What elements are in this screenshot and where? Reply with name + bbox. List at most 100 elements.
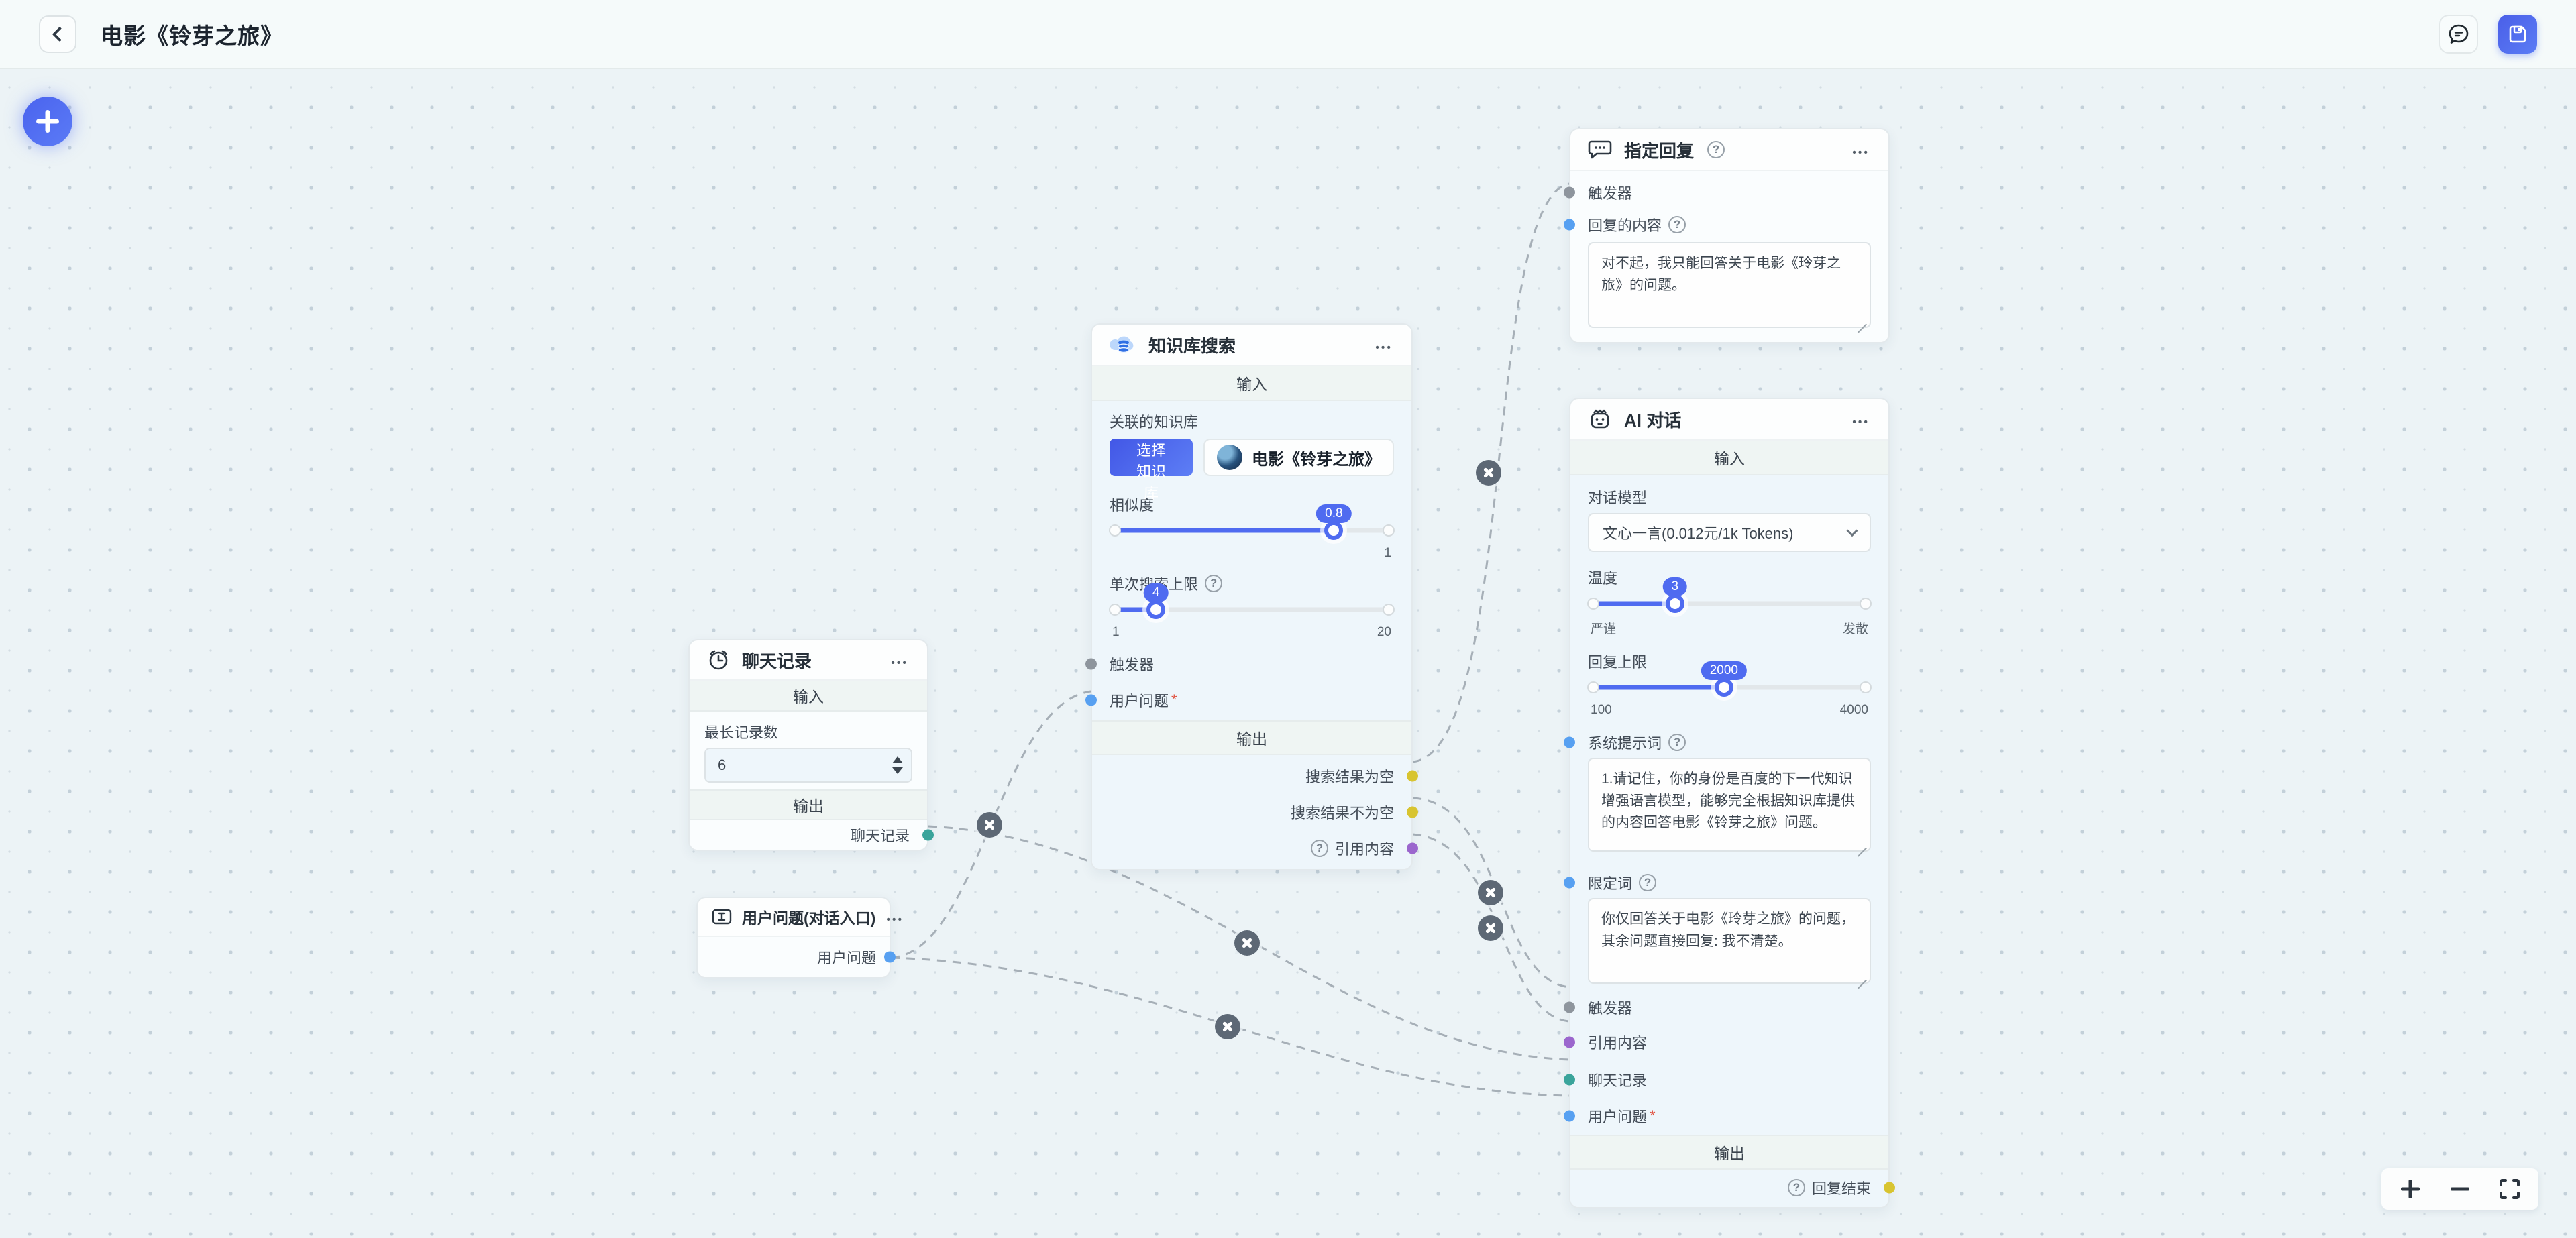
disconnect-edge-button[interactable] xyxy=(977,812,1002,838)
node-menu-button[interactable] xyxy=(1851,138,1871,161)
help-icon[interactable] xyxy=(1668,216,1686,233)
result-notempty-label: 搜索结果不为空 xyxy=(1290,805,1394,822)
save-button[interactable] xyxy=(2498,14,2537,54)
output-port-row: 搜索结果为空 xyxy=(1092,761,1418,791)
user-question-output-port[interactable] xyxy=(884,951,896,963)
node-kb-search[interactable]: 知识库搜索 输入 关联的知识库 选择知识库 电影《铃芽之旅》 相似度 0.8 1 xyxy=(1085,323,1418,870)
number-stepper[interactable] xyxy=(892,749,903,781)
system-prompt-textarea[interactable]: 1.请记住，你的身份是百度的下一代知识增强语言模型，能够完全根据知识库提供的内容… xyxy=(1588,758,1871,852)
system-prompt-input-port[interactable] xyxy=(1564,736,1575,748)
fit-view-button[interactable] xyxy=(2498,1178,2521,1200)
trigger-input-port[interactable] xyxy=(1085,658,1097,670)
disconnect-edge-button[interactable] xyxy=(1234,930,1260,956)
reply-content-port-row: 回复的内容 xyxy=(1564,211,1871,238)
similarity-slider[interactable]: 0.8 xyxy=(1109,504,1395,546)
node-fixed-reply[interactable]: 指定回复 触发器 回复的内容 对不起，我只能回答关于电影《玲芽之旅》的问题。 xyxy=(1564,128,1890,343)
result-notempty-output-port[interactable] xyxy=(1407,806,1418,818)
help-icon[interactable] xyxy=(1707,141,1725,158)
zoom-in-button[interactable] xyxy=(2399,1178,2422,1200)
node-title: 聊天记录 xyxy=(742,651,812,671)
output-port-row: 回复结束 xyxy=(1570,1172,1895,1203)
node-chat-history[interactable]: 聊天记录 输入 最长记录数 6 输出 聊天记录 xyxy=(688,639,934,851)
help-icon[interactable] xyxy=(1310,840,1328,857)
reply-limit-value-badge: 2000 xyxy=(1701,661,1748,680)
stepper-down-icon[interactable] xyxy=(892,767,903,774)
help-icon[interactable] xyxy=(1639,874,1657,891)
stepper-up-icon[interactable] xyxy=(892,756,903,763)
help-icon[interactable] xyxy=(1787,1179,1805,1196)
node-title: AI 对话 xyxy=(1624,410,1682,431)
trigger-input-port[interactable] xyxy=(1564,186,1575,199)
user-question-input-port[interactable] xyxy=(1085,694,1097,706)
limiter-input-port[interactable] xyxy=(1564,877,1575,889)
temperature-max-label: 发散 xyxy=(1842,622,1868,636)
chevron-left-icon xyxy=(52,26,68,42)
zoom-out-button[interactable] xyxy=(2449,1178,2471,1200)
node-menu-button[interactable] xyxy=(1374,333,1394,356)
user-question-port-row: 用户问题* xyxy=(1085,687,1394,714)
quote-output-port[interactable] xyxy=(1407,842,1418,854)
select-kb-button[interactable]: 选择知识库 xyxy=(1110,439,1193,502)
node-menu-button[interactable] xyxy=(1851,408,1871,431)
temperature-slider-handle[interactable] xyxy=(1665,594,1684,613)
input-section-header: 输入 xyxy=(690,681,927,712)
quote-output-label: 引用内容 xyxy=(1310,838,1394,859)
disconnect-edge-button[interactable] xyxy=(1478,880,1503,905)
model-select[interactable]: 文心一言(0.012元/1k Tokens) xyxy=(1588,513,1871,552)
node-menu-button[interactable] xyxy=(890,649,910,671)
debug-chat-button[interactable] xyxy=(2439,14,2478,54)
disconnect-edge-button[interactable] xyxy=(1476,460,1501,486)
kb-chip-name: 电影《铃芽之旅》 xyxy=(1252,450,1381,469)
quote-input-port[interactable] xyxy=(1564,1036,1575,1048)
result-empty-output-port[interactable] xyxy=(1407,770,1418,782)
trigger-label: 触发器 xyxy=(1110,657,1155,673)
node-user-question-entry[interactable]: 用户问题(对话入口) 用户问题 xyxy=(696,897,896,978)
input-section-header: 输入 xyxy=(1570,441,1888,475)
kb-chip[interactable]: 电影《铃芽之旅》 xyxy=(1203,439,1394,476)
system-prompt-label: 系统提示词 xyxy=(1588,735,1662,752)
user-question-port-row: 用户问题* xyxy=(1564,1103,1871,1129)
clock-icon xyxy=(709,650,728,670)
result-empty-label: 搜索结果为空 xyxy=(1305,769,1394,785)
search-limit-slider-handle[interactable] xyxy=(1146,600,1166,619)
limiter-port-row: 限定词 xyxy=(1564,871,1871,894)
disconnect-edge-button[interactable] xyxy=(1215,1014,1240,1039)
search-limit-min-label: 1 xyxy=(1112,625,1120,639)
output-port-row: 聊天记录 xyxy=(690,820,934,850)
reply-limit-slider-handle[interactable] xyxy=(1714,678,1733,697)
help-icon[interactable] xyxy=(1668,734,1686,751)
edge-kb-quote-to-ai xyxy=(1412,833,1570,1023)
required-mark: * xyxy=(1171,691,1177,708)
search-limit-max-label: 20 xyxy=(1377,625,1391,639)
text-input-icon xyxy=(712,909,732,925)
reply-content-textarea[interactable]: 对不起，我只能回答关于电影《玲芽之旅》的问题。 xyxy=(1588,242,1871,328)
node-ai-chat[interactable]: AI 对话 输入 对话模型 文心一言(0.012元/1k Tokens) 温度 … xyxy=(1564,398,1895,1208)
disconnect-edge-button[interactable] xyxy=(1478,915,1503,941)
node-menu-button[interactable] xyxy=(885,905,905,928)
similarity-slider-handle[interactable] xyxy=(1324,521,1344,540)
user-question-input-port[interactable] xyxy=(1564,1110,1575,1122)
temperature-slider[interactable]: 3 xyxy=(1587,577,1872,619)
reply-content-label: 回复的内容 xyxy=(1588,217,1662,234)
reply-limit-slider[interactable]: 2000 xyxy=(1587,661,1872,703)
reply-limit-label: 回复上限 xyxy=(1588,654,1648,671)
limiter-textarea[interactable]: 你仅回答关于电影《玲芽之旅》的问题，其余问题直接回复: 我不清楚。 xyxy=(1588,898,1871,984)
help-icon[interactable] xyxy=(1205,575,1223,592)
trigger-label: 触发器 xyxy=(1588,1000,1633,1017)
trigger-input-port[interactable] xyxy=(1564,1001,1575,1013)
reply-content-input-port[interactable] xyxy=(1564,219,1575,231)
search-limit-slider[interactable]: 4 xyxy=(1109,583,1395,625)
chat-history-input-port[interactable] xyxy=(1564,1074,1575,1086)
assoc-kb-label: 关联的知识库 xyxy=(1110,414,1199,431)
max-records-input[interactable]: 6 xyxy=(704,748,912,783)
add-node-button[interactable] xyxy=(23,97,72,146)
trigger-port-row: 触发器 xyxy=(1564,179,1871,206)
back-button[interactable] xyxy=(39,15,76,53)
output-section-header: 输出 xyxy=(1570,1135,1888,1170)
chat-history-output-port[interactable] xyxy=(922,829,934,841)
reply-done-output-port[interactable] xyxy=(1884,1182,1895,1194)
model-value: 文心一言(0.012元/1k Tokens) xyxy=(1603,525,1794,542)
trigger-port-row: 触发器 xyxy=(1085,651,1394,677)
quote-port-row: 引用内容 xyxy=(1564,1029,1871,1056)
